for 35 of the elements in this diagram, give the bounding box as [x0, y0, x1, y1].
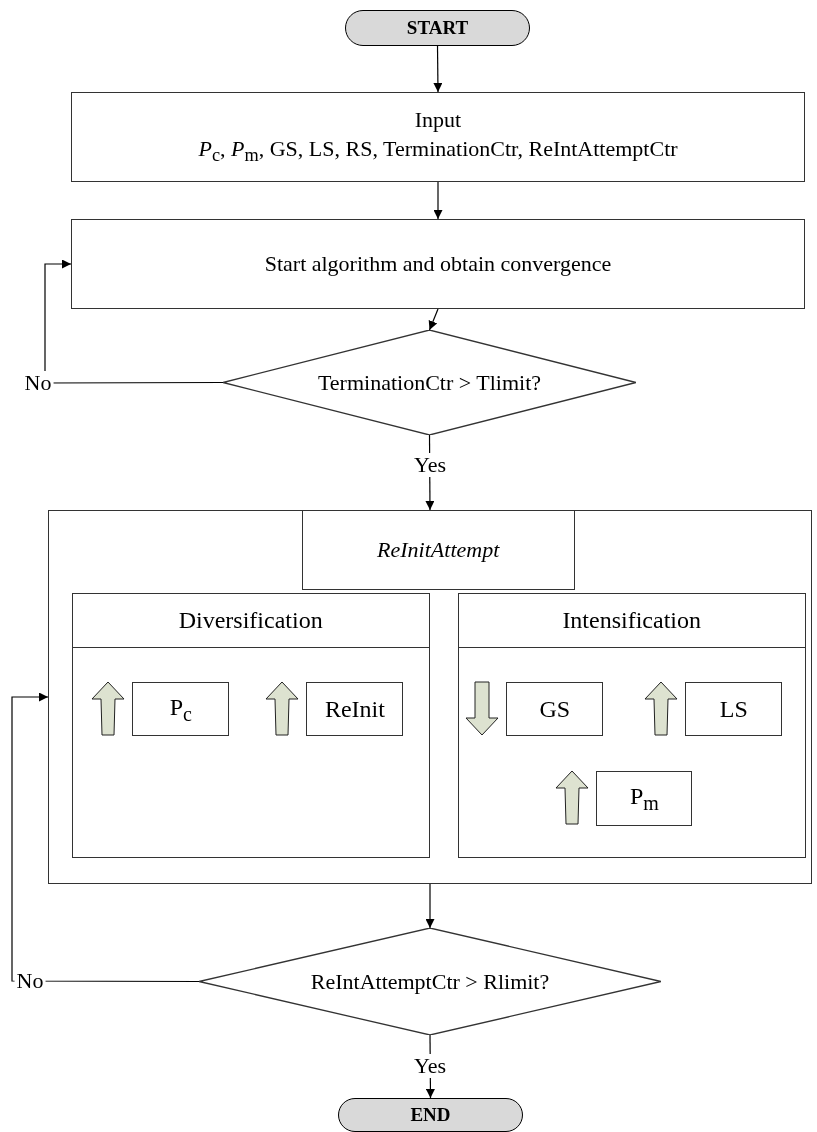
box-text: ReInit [324, 694, 385, 724]
box-text: P$_{c}$ [169, 692, 192, 727]
process-box [685, 682, 783, 737]
terminal-label: END [410, 1104, 451, 1126]
process-box [71, 92, 805, 182]
box-text: P$_{m}$ [629, 782, 659, 817]
process-box [506, 682, 604, 737]
edge-label: Yes [412, 453, 448, 477]
condition-text: TerminationCtr > Tlimit? [317, 369, 542, 396]
box-text: GS [539, 694, 571, 724]
box-text: P$_{c}$, P$_{m}$, GS, LS, RS, TerminationCtr, ReIntAttemptCtr [198, 134, 678, 168]
process-box [132, 682, 230, 737]
terminal-pill [338, 1098, 523, 1132]
group-title: ReInitAttempt [301, 509, 575, 590]
group-panel [48, 510, 812, 884]
process-box [306, 682, 404, 737]
terminal-pill [345, 10, 530, 46]
edge-label: Yes [412, 1054, 448, 1078]
arrow [433, 181, 443, 220]
decision-diamond [199, 928, 661, 1035]
arrow [428, 308, 439, 331]
process-box [71, 219, 805, 309]
arrow [425, 883, 435, 929]
arrow [44, 259, 224, 384]
section-panel [457, 592, 806, 858]
section-panel [71, 592, 430, 858]
arrow [11, 692, 200, 983]
box-text: LS [719, 694, 748, 724]
arrow [433, 45, 443, 93]
terminal-label: START [406, 17, 469, 39]
process-box [596, 771, 693, 827]
box-text: Input [414, 106, 462, 135]
condition-text: ReIntAttemptCtr > Rlimit? [310, 968, 550, 995]
decision-diamond [223, 330, 636, 435]
box-text: Start algorithm and obtain convergence [264, 249, 612, 278]
